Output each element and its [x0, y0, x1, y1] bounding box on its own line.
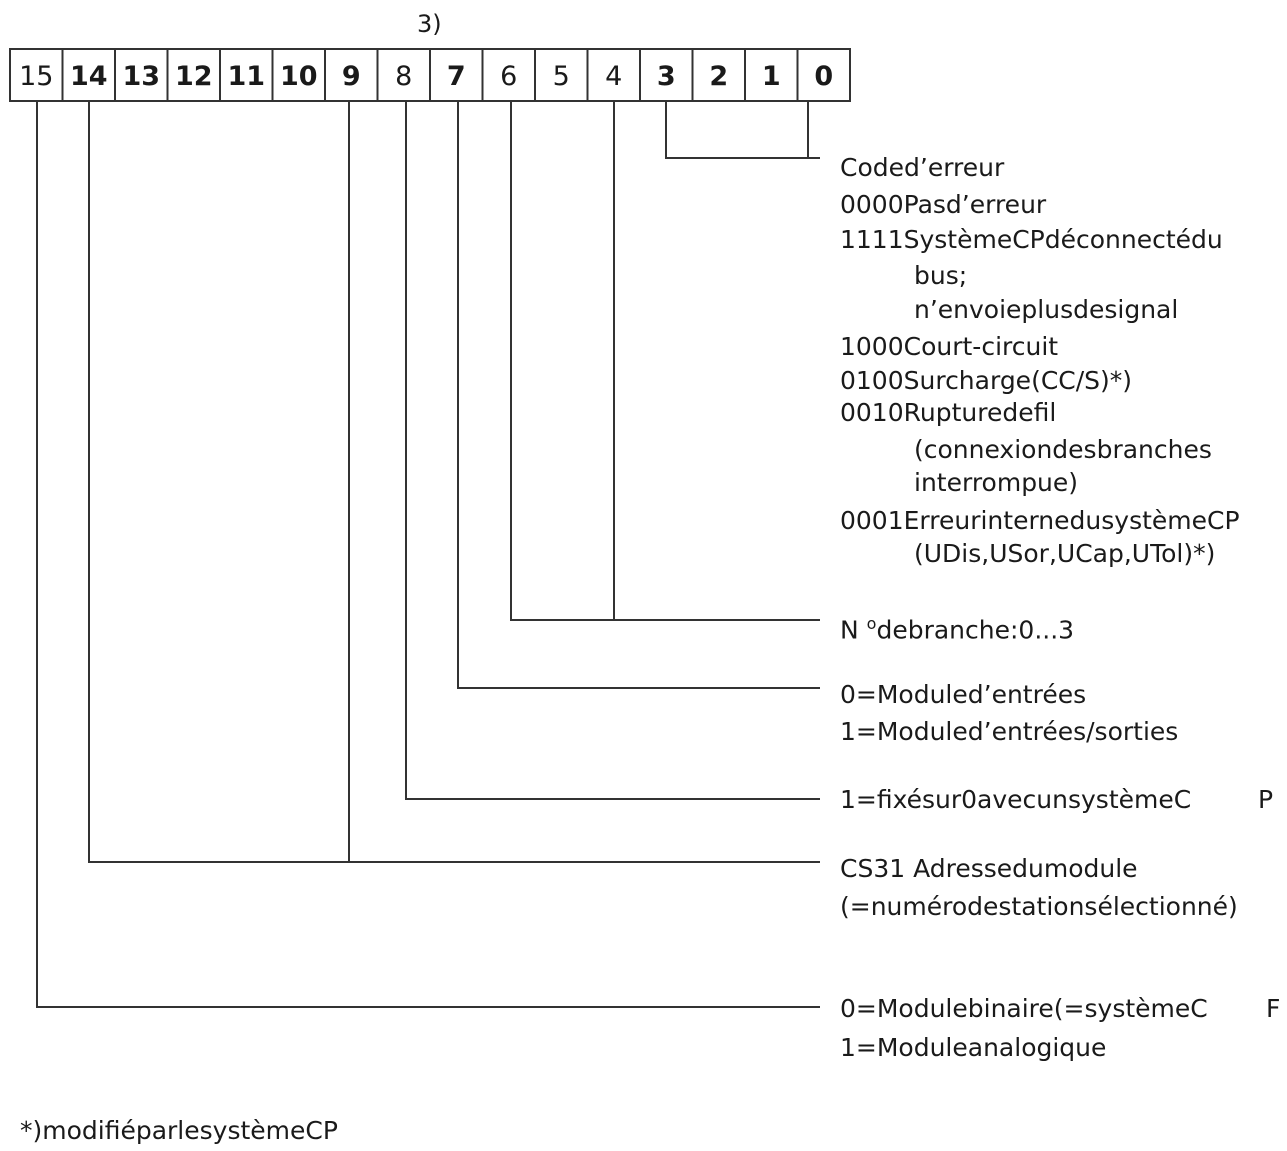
module-type-line: 1=Moduleanalogique: [840, 1033, 1107, 1062]
bit-cell-5: 5: [534, 48, 589, 102]
bit-cell-12: 12: [166, 48, 221, 102]
bit-label: 0: [814, 61, 833, 92]
connector-bits6-4: [510, 102, 820, 621]
bit-cell-0: 0: [796, 48, 851, 102]
error-code-line: (UDis,USor,UCap,UTol)*): [914, 539, 1216, 568]
address-line: (=numérodestationsélectionné): [840, 892, 1238, 921]
bit-label: 11: [227, 61, 265, 92]
error-code-title: Coded’erreur: [840, 153, 1005, 182]
bit-label: 5: [553, 61, 570, 92]
bit-cell-1: 1: [744, 48, 799, 102]
branch-number-label: N odebranche:0...3: [840, 610, 1074, 644]
bit-cell-11: 11: [219, 48, 274, 102]
error-code-line: 1111SystèmeCPdéconnectédu: [840, 225, 1223, 254]
error-code-line: 0100Surcharge(CC/S)*): [840, 366, 1133, 395]
bit-label: 8: [395, 61, 412, 92]
footnote: *)modifiéparlesystèmeCP: [20, 1116, 338, 1145]
error-code-line: interrompue): [914, 468, 1079, 497]
bit-cell-2: 2: [691, 48, 746, 102]
connector-bit15: [36, 102, 820, 1008]
bit-label: 12: [175, 61, 213, 92]
error-code-line: 0000Pasd’erreur: [840, 190, 1047, 219]
bit-label: 2: [709, 61, 728, 92]
module-io-line: 1=Moduled’entrées/sorties: [840, 717, 1179, 746]
bit-label: 1: [762, 61, 781, 92]
connector-bits14-9: [88, 102, 820, 863]
bit-cell-7: 7: [429, 48, 484, 102]
fixed-zero-tail: P: [1258, 785, 1274, 814]
bit-cell-13: 13: [114, 48, 169, 102]
module-io-line: 0=Moduled’entrées: [840, 680, 1087, 709]
bit-cell-14: 14: [61, 48, 116, 102]
bit-label: 13: [122, 61, 160, 92]
bit-label: 4: [605, 61, 622, 92]
connector-bit8: [405, 102, 820, 800]
connector-bits3-0: [665, 102, 820, 159]
module-type-line: 0=Modulebinaire(=systèmeC: [840, 994, 1208, 1023]
bit-label: 7: [447, 61, 466, 92]
bit-cell-3: 3: [639, 48, 694, 102]
bit-label: 6: [500, 61, 517, 92]
error-code-line: bus;: [914, 261, 968, 290]
branch-text: debranche:0...3: [876, 615, 1075, 645]
header-note: 3): [417, 10, 442, 38]
address-line: CS31 Adressedumodule: [840, 854, 1138, 883]
connector-bit7: [457, 102, 820, 689]
bit-label: 14: [70, 61, 108, 92]
branch-sup: o: [866, 614, 877, 633]
error-code-line: 1000Court-circuit: [840, 332, 1059, 361]
bit-cell-10: 10: [271, 48, 326, 102]
bit-label: 9: [342, 61, 361, 92]
error-code-line: (connexiondesbranches: [914, 435, 1212, 464]
module-type-tail: F: [1266, 994, 1281, 1023]
bit-cell-4: 4: [586, 48, 641, 102]
branch-prefix: N: [840, 615, 859, 645]
error-code-line: 0010Rupturedefil: [840, 398, 1057, 427]
bit-label: 15: [19, 61, 53, 92]
bit-cell-6: 6: [481, 48, 536, 102]
bit-cell-9: 9: [324, 48, 379, 102]
bit-cell-8: 8: [376, 48, 431, 102]
error-code-line: n’envoieplusdesignal: [914, 295, 1179, 324]
fixed-zero-label: 1=fixésur0avecunsystèmeC: [840, 785, 1192, 814]
error-code-line: 0001ErreurinternedusystèmeCP: [840, 506, 1240, 535]
bit-label: 10: [280, 61, 318, 92]
bit-label: 3: [657, 61, 676, 92]
bit-cell-15: 15: [9, 48, 64, 102]
